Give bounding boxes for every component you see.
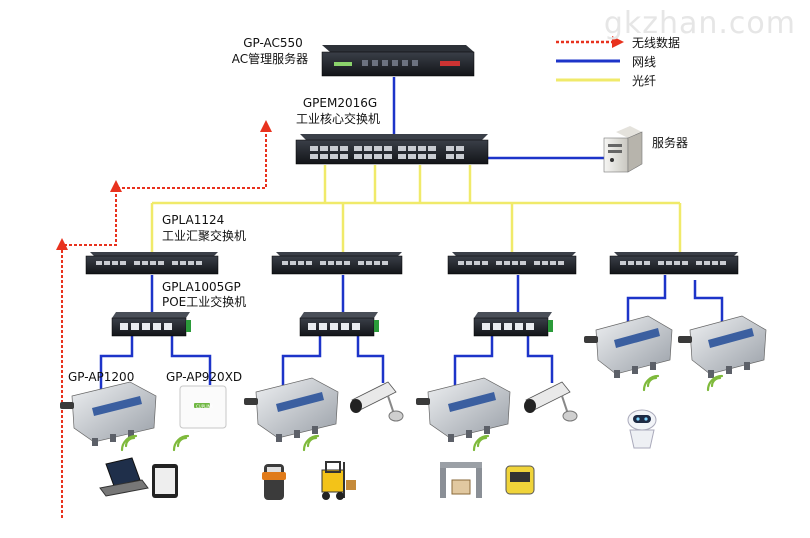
- poe-switch-3: [473, 312, 553, 337]
- legend-fiber-label: 光纤: [632, 74, 657, 88]
- tablet-icon: [152, 464, 178, 498]
- watermark: gkzhan.com: [603, 6, 796, 41]
- poe-switch-1: [111, 312, 191, 337]
- legend: [556, 36, 624, 82]
- agg-name-label: 工业汇聚交换机: [162, 229, 247, 243]
- handheld-terminal-icon: [262, 464, 286, 500]
- ac-model-label: GP-AC550: [243, 36, 303, 50]
- core-name-label: 工业核心交换机: [295, 112, 380, 126]
- outdoor-ap-1: [60, 381, 157, 446]
- laptop-icon: [99, 457, 149, 497]
- poe-model-label: GPLA1005GP: [162, 280, 241, 294]
- ceiling-ap: [179, 385, 227, 429]
- ap2-model-label: GP-AP920XD: [166, 370, 243, 384]
- agg-model-label: GPLA1124: [162, 213, 225, 227]
- core-model-label: GPEM2016G: [302, 96, 378, 110]
- forklift-icon: [321, 461, 356, 500]
- poe-switch-2: [299, 312, 379, 337]
- ac-name-label: AC管理服务器: [231, 52, 309, 66]
- poe-name-label: POE工业交换机: [162, 295, 247, 309]
- outdoor-ap-5: [678, 315, 767, 378]
- robot-icon: [627, 409, 657, 449]
- core-switch-device: [295, 134, 489, 165]
- wireless-arrow-1: [56, 238, 68, 250]
- agg-switch-1: [85, 252, 219, 275]
- wireless-arrow-3: [260, 120, 272, 132]
- yellow-device-icon: [505, 465, 535, 495]
- camera-1: [350, 381, 404, 422]
- camera-2: [524, 381, 578, 422]
- ceiling-ap-brand: CUPLINK: [196, 404, 214, 409]
- outdoor-ap-3: [416, 377, 511, 442]
- legend-wireless-arrow: [612, 36, 624, 48]
- legend-wireless-label: 无线数据: [632, 36, 681, 50]
- agg-switch-4: [609, 252, 739, 275]
- wireless-links: [61, 128, 267, 518]
- legend-cable-label: 网线: [632, 55, 657, 69]
- ap1-model-label: GP-AP1200: [68, 370, 135, 384]
- cable-links: [99, 77, 724, 390]
- wireless-arrow-2: [110, 180, 122, 192]
- server-tower-icon: [603, 126, 643, 173]
- outdoor-ap-2: [244, 377, 339, 442]
- fiber-links: [150, 165, 682, 253]
- outdoor-ap-4: [584, 315, 673, 378]
- wifi-signals: [120, 374, 724, 452]
- agg-switch-3: [447, 252, 577, 275]
- gate-scanner-icon: [440, 462, 482, 498]
- ac-server-device: [321, 45, 475, 77]
- server-label: 服务器: [652, 136, 689, 150]
- agg-switch-2: [271, 252, 403, 275]
